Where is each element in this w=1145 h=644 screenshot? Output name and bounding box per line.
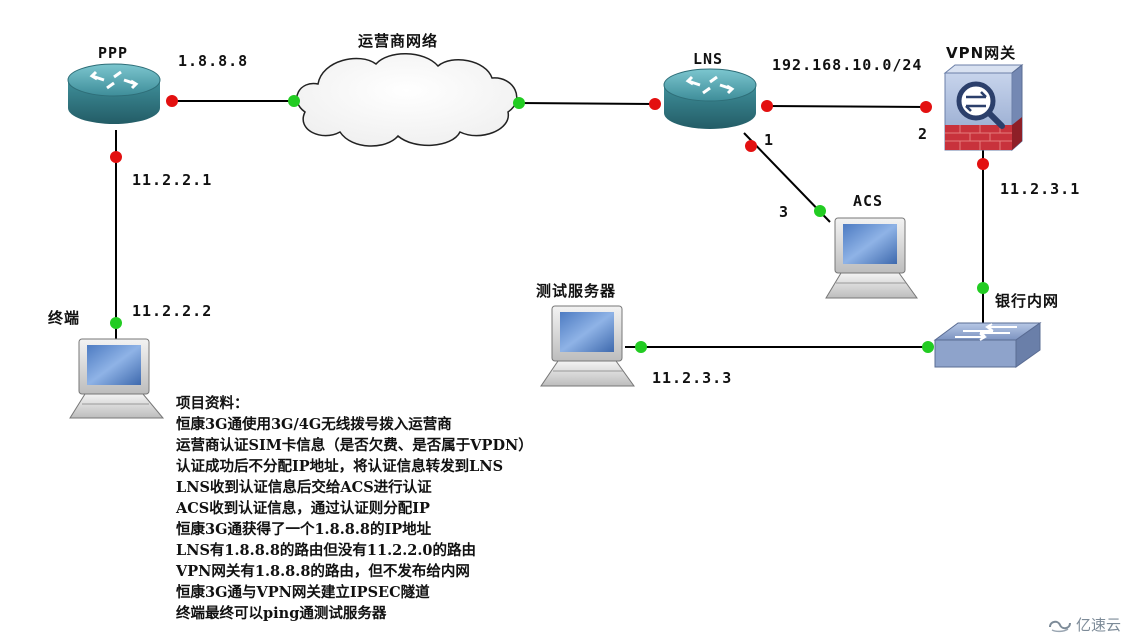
port-status-dots	[110, 95, 989, 353]
port-down-dot	[977, 158, 989, 170]
vpn-gateway-label: VPN网关	[946, 44, 1017, 62]
note-line: VPN网关有1.8.8.8的路由，但不发布给内网	[176, 563, 470, 580]
note-line: 运营商认证SIM卡信息（是否欠费、是否属于VPDN）	[176, 437, 533, 454]
port-down-dot	[166, 95, 178, 107]
port-up-dot	[922, 341, 934, 353]
bank-lan-label: 银行内网	[995, 292, 1060, 310]
note-line: 恒康3G通获得了一个1.8.8.8的IP地址	[176, 521, 432, 538]
port-up-dot	[977, 282, 989, 294]
ppp-public-ip-label: 1.8.8.8	[178, 52, 249, 70]
port-number-label: 2	[918, 125, 929, 143]
port-down-dot	[110, 151, 122, 163]
port-up-dot	[288, 95, 300, 107]
watermark: 亿速云	[1048, 614, 1121, 635]
port-up-dot	[513, 97, 525, 109]
project-notes: 项目资料： 恒康3G通使用3G/4G无线拨号拨入运营商 运营商认证SIM卡信息（…	[176, 393, 533, 624]
port-up-dot	[110, 317, 122, 329]
note-line: ACS收到认证信息，通过认证则分配IP	[176, 500, 430, 517]
note-line: 终端最终可以ping通测试服务器	[176, 605, 387, 622]
ppp-router-icon[interactable]	[67, 63, 161, 124]
vpn-subnet-label: 192.168.10.0/24	[772, 56, 923, 74]
note-line: LNS收到认证信息后交给ACS进行认证	[176, 479, 432, 496]
port-down-dot	[649, 98, 661, 110]
port-number-label: 1	[764, 131, 775, 149]
port-down-dot	[745, 140, 757, 152]
carrier-network-label: 运营商网络	[358, 32, 439, 50]
acs-label: ACS	[853, 192, 884, 210]
test-server-label: 测试服务器	[536, 282, 617, 300]
ppp-label: PPP	[98, 44, 129, 62]
terminal-pc-icon[interactable]	[69, 338, 165, 419]
watermark-text: 亿速云	[1076, 616, 1122, 634]
port-up-dot	[635, 341, 647, 353]
vpn-gateway-firewall-icon[interactable]	[943, 63, 1024, 152]
note-line: 恒康3G通与VPN网关建立IPSEC隧道	[176, 584, 430, 601]
lns-label: LNS	[693, 50, 724, 68]
port-down-dot	[920, 101, 932, 113]
test-server-ip-label: 11.2.3.3	[652, 369, 733, 387]
note-line: 认证成功后不分配IP地址，将认证信息转发到LNS	[176, 458, 504, 475]
acs-server-pc-icon[interactable]	[825, 217, 918, 299]
port-number-label: 3	[779, 203, 790, 221]
carrier-network-cloud-icon	[296, 53, 518, 147]
test-server-pc-icon[interactable]	[540, 305, 635, 387]
link-internet-lns	[518, 102, 656, 105]
vpn-inside-ip-label: 11.2.3.1	[1000, 180, 1081, 198]
terminal-ip-label: 11.2.2.2	[132, 302, 213, 320]
watermark-logo-icon	[1049, 620, 1071, 632]
bank-lan-switch-icon[interactable]	[933, 322, 1042, 368]
note-line: 恒康3G通使用3G/4G无线拨号拨入运营商	[176, 416, 452, 433]
links	[115, 100, 984, 348]
terminal-label: 终端	[48, 309, 81, 327]
port-down-dot	[761, 100, 773, 112]
ppp-lan-ip-label: 11.2.2.1	[132, 171, 213, 189]
notes-heading: 项目资料：	[176, 395, 249, 412]
note-line: LNS有1.8.8.8的路由但没有11.2.2.0的路由	[176, 542, 477, 559]
port-up-dot	[814, 205, 826, 217]
link-lns-vpn	[766, 105, 927, 108]
lns-router-icon[interactable]	[663, 68, 757, 129]
